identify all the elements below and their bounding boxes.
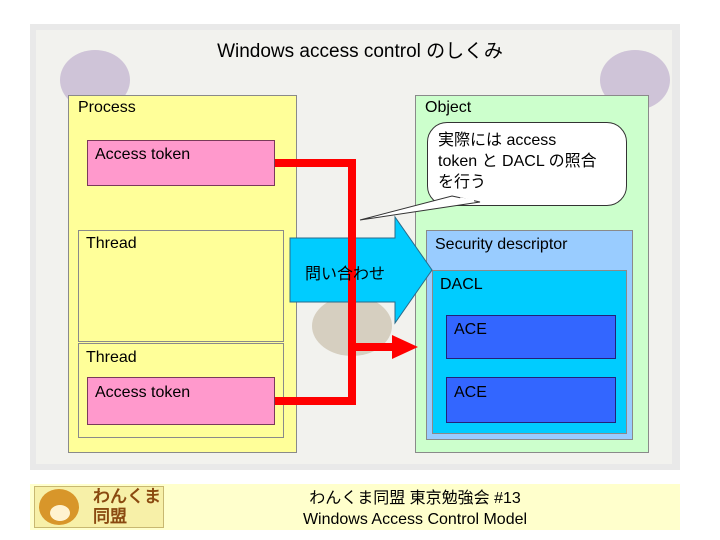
wankuma-logo: わんくま 同盟	[34, 486, 164, 528]
footer-line-2: Windows Access Control Model	[302, 511, 528, 528]
bear-muzzle-icon	[50, 505, 70, 521]
thread-2-label: Thread	[86, 349, 137, 366]
callout-bubble	[427, 122, 627, 206]
process-label: Process	[78, 99, 136, 116]
red-arrow-head	[392, 335, 418, 359]
red-arrow-line-bottom	[275, 347, 356, 405]
access-token-top	[87, 140, 275, 186]
footer-line-1: わんくま同盟 東京勉強会 #13	[309, 490, 521, 507]
security-descriptor-label: Security descriptor	[435, 236, 568, 253]
query-arrow	[289, 215, 433, 325]
ace-entry-2	[446, 377, 616, 423]
thread-1-label: Thread	[86, 235, 137, 252]
ace-1-label: ACE	[454, 321, 487, 338]
page-title: Windows access control のしくみ	[217, 41, 503, 62]
footer-text: わんくま同盟 東京勉強会 #13 Windows Access Control …	[240, 488, 590, 530]
access-token-top-label: Access token	[95, 146, 191, 163]
access-token-bottom-label: Access token	[95, 384, 191, 401]
thread-box-1	[78, 230, 284, 342]
logo-text: わんくま 同盟	[93, 487, 161, 527]
logo-line-1: わんくま	[93, 487, 161, 506]
dacl-label: DACL	[440, 276, 483, 293]
object-label: Object	[425, 99, 472, 116]
callout-line-2: token と DACL の照合	[438, 153, 597, 170]
access-token-bottom	[87, 377, 275, 425]
query-arrow-label: 問い合わせ	[305, 266, 386, 283]
logo-line-2: 同盟	[93, 507, 127, 526]
red-arrow-line-top	[275, 159, 392, 351]
callout-text: 実際には access token と DACL の照合 を行う	[438, 130, 623, 193]
ace-entry-1	[446, 315, 616, 359]
ace-2-label: ACE	[454, 384, 487, 401]
callout-line-3: を行う	[438, 174, 487, 191]
callout-line-1: 実際には access	[438, 132, 557, 149]
